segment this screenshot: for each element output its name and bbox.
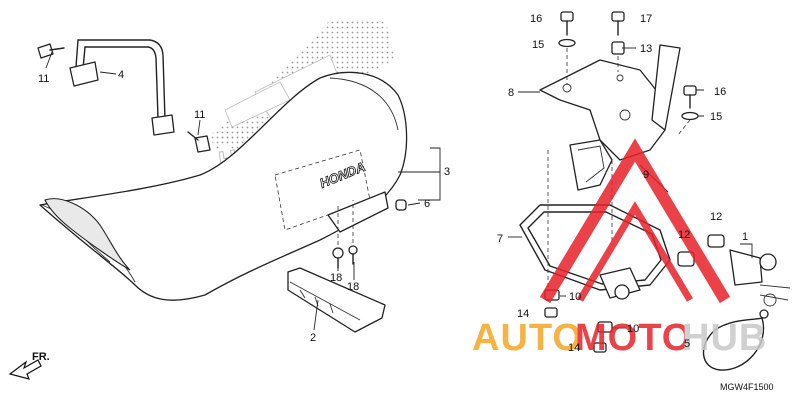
callout-5: 5 bbox=[684, 338, 690, 350]
callout-11-right: 11 bbox=[194, 109, 205, 121]
callout-9: 9 bbox=[643, 169, 649, 181]
bolt-11-left bbox=[37, 43, 65, 59]
callout-7: 7 bbox=[497, 233, 503, 245]
bracket-part-2 bbox=[287, 267, 386, 333]
washer-15-top bbox=[558, 38, 576, 48]
watermark-moto: MOTO bbox=[575, 317, 692, 359]
callout-17: 17 bbox=[640, 13, 652, 25]
collar-6 bbox=[395, 199, 407, 211]
callout-6: 6 bbox=[424, 198, 430, 210]
bolt-16-top bbox=[560, 11, 574, 36]
seat-lock-plate-part-8 bbox=[539, 44, 681, 161]
seat-lock-bracket-part-9 bbox=[569, 139, 613, 191]
cap-14-upper bbox=[544, 307, 558, 318]
callout-12-left: 12 bbox=[678, 229, 690, 241]
watermark: AUTO MOTO HUB bbox=[472, 138, 767, 359]
key-cylinder-part-1 bbox=[729, 249, 791, 307]
callout-13: 13 bbox=[640, 43, 652, 55]
callout-2: 2 bbox=[310, 332, 316, 344]
bolt-17-top bbox=[611, 11, 625, 36]
nut-10-lower bbox=[597, 321, 613, 333]
bolt-11-right bbox=[187, 131, 211, 153]
callout-16-right: 16 bbox=[714, 86, 726, 98]
callout-10-upper: 10 bbox=[569, 291, 581, 303]
callout-8: 8 bbox=[508, 87, 514, 99]
front-direction-arrow bbox=[8, 359, 42, 380]
callout-10-lower: 10 bbox=[627, 323, 639, 335]
callout-15-right: 15 bbox=[710, 111, 722, 123]
callout-4: 4 bbox=[118, 69, 124, 81]
callout-18-right: 18 bbox=[347, 281, 359, 293]
callout-14-lower: 14 bbox=[568, 342, 580, 354]
callout-11-left: 11 bbox=[38, 73, 49, 85]
callout-3: 3 bbox=[444, 166, 450, 178]
watermark-hub: HUB bbox=[682, 317, 767, 359]
bolt-16-right bbox=[683, 85, 697, 109]
diagram-code: MGW4F1500 bbox=[720, 382, 774, 392]
grommet-12-right bbox=[707, 234, 725, 248]
grab-handle-part-4 bbox=[69, 39, 175, 136]
seat-part-3: HONDA bbox=[39, 71, 408, 301]
callout-18-left: 18 bbox=[330, 272, 342, 284]
callout-12-right: 12 bbox=[710, 211, 722, 223]
bolt-18-pair bbox=[332, 245, 358, 269]
cable-part-5 bbox=[702, 309, 769, 371]
washer-15-right bbox=[681, 111, 699, 121]
fr-label: FR. bbox=[32, 351, 50, 363]
cap-14-lower bbox=[593, 342, 607, 353]
callout-15-top: 15 bbox=[532, 39, 544, 51]
callout-labels: 11 4 11 3 6 18 18 2 16 17 15 13 8 16 15 … bbox=[32, 13, 774, 392]
callout-16-top: 16 bbox=[530, 13, 542, 25]
callout-1: 1 bbox=[742, 231, 748, 243]
watermark-auto: AUTO bbox=[472, 317, 583, 359]
callout-14-upper: 14 bbox=[517, 308, 529, 320]
